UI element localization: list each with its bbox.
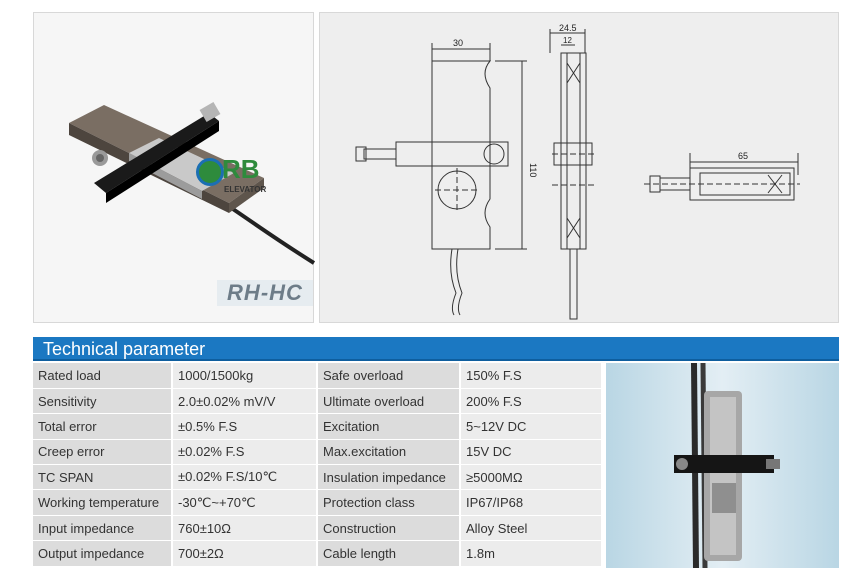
table-row: Sensitivity 2.0±0.02% mV/V Ultimate over… — [33, 388, 601, 415]
param-value: 5~12V DC — [460, 413, 601, 440]
logo-text: RB — [222, 154, 260, 184]
param-value: Alloy Steel — [460, 515, 601, 542]
param-value: 1000/1500kg — [172, 363, 318, 389]
param-value: ±0.5% F.S — [172, 413, 318, 440]
param-label: Output impedance — [33, 540, 173, 567]
logo-subtext: ELEVATOR — [224, 185, 267, 194]
param-label: Max.excitation — [317, 439, 461, 466]
dimension-drawing: 30 110 24.5 12 — [355, 23, 800, 320]
model-label: RH-HC — [217, 280, 313, 306]
param-value: 700±2Ω — [172, 540, 318, 567]
installation-photo — [606, 362, 839, 569]
param-value: -30℃~+70℃ — [172, 489, 318, 516]
param-label: Creep error — [33, 439, 173, 466]
dim-top-length: 65 — [738, 151, 748, 161]
param-label: Safe overload — [317, 363, 461, 389]
param-value: ±0.02% F.S — [172, 439, 318, 466]
table-row: Creep error ±0.02% F.S Max.excitation 15… — [33, 439, 601, 466]
dim-side-width: 24.5 — [559, 23, 577, 33]
top-view: 65 — [644, 151, 800, 201]
parameter-table: Rated load 1000/1500kg Safe overload 150… — [33, 363, 601, 567]
product-photo-panel: RB ELEVATOR RH-HC — [33, 12, 316, 323]
param-label: Sensitivity — [33, 388, 173, 415]
param-value: IP67/IP68 — [460, 489, 601, 516]
param-label: Rated load — [33, 363, 173, 389]
param-label: Protection class — [317, 489, 461, 516]
param-label: Construction — [317, 515, 461, 542]
param-value: ≥5000MΩ — [460, 464, 601, 491]
param-label: Insulation impedance — [317, 464, 461, 491]
section-header: Technical parameter — [33, 337, 839, 361]
table-row: Input impedance 760±10Ω Construction All… — [33, 515, 601, 542]
table-row: TC SPAN ±0.02% F.S/10℃ Insulation impeda… — [33, 464, 601, 491]
table-row: Working temperature -30℃~+70℃ Protection… — [33, 489, 601, 516]
front-view: 30 110 — [355, 38, 538, 316]
dim-front-width: 30 — [453, 38, 463, 48]
param-value: 200% F.S — [460, 388, 601, 415]
table-row: Total error ±0.5% F.S Excitation 5~12V D… — [33, 413, 601, 440]
param-label: Ultimate overload — [317, 388, 461, 415]
section-title: Technical parameter — [43, 339, 206, 359]
installed-load-cell-image — [606, 362, 839, 569]
param-label: Total error — [33, 413, 173, 440]
dim-front-height: 110 — [528, 163, 538, 177]
table-row: Rated load 1000/1500kg Safe overload 150… — [33, 363, 601, 389]
table-row: Output impedance 700±2Ω Cable length 1.8… — [33, 540, 601, 567]
param-label: Excitation — [317, 413, 461, 440]
dim-side-inner: 12 — [563, 36, 572, 45]
param-value: 2.0±0.02% mV/V — [172, 388, 318, 415]
param-value: 1.8m — [460, 540, 601, 567]
side-view: 24.5 12 — [549, 23, 595, 320]
param-value: 15V DC — [460, 439, 601, 466]
param-label: Cable length — [317, 540, 461, 567]
technical-drawing-panel: 30 110 24.5 12 — [319, 12, 839, 323]
param-label: TC SPAN — [33, 464, 173, 491]
brand-logo: RB ELEVATOR — [196, 154, 276, 196]
param-value: ±0.02% F.S/10℃ — [172, 464, 318, 491]
param-value: 760±10Ω — [172, 515, 318, 542]
param-label: Working temperature — [33, 489, 173, 516]
param-label: Input impedance — [33, 515, 173, 542]
param-value: 150% F.S — [460, 363, 601, 389]
